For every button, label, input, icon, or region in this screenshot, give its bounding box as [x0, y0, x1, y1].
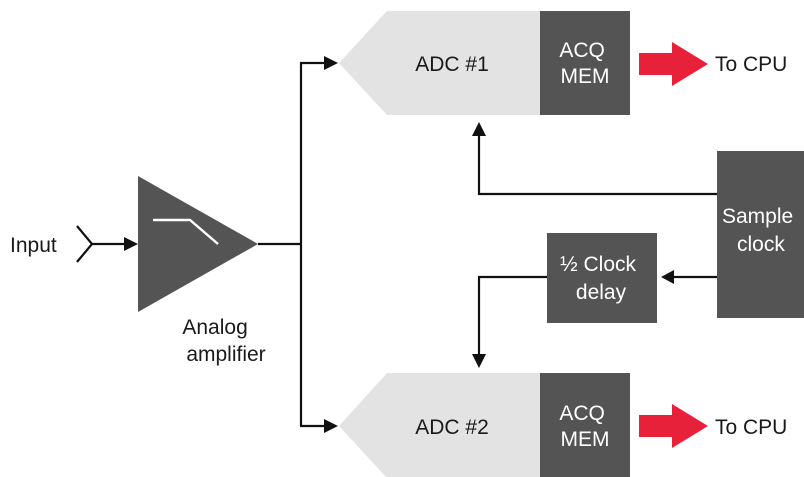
- clock-to-adc1-wire: [477, 135, 717, 196]
- lowpass-filter-icon: [153, 218, 219, 245]
- delay-to-adc2-arrowhead: [472, 354, 486, 368]
- adc1-mem-line2: MEM: [561, 65, 610, 88]
- adc2-label: ADC #2: [415, 416, 489, 439]
- clock-to-delay-arrowhead: [661, 270, 674, 284]
- input-symbol: [76, 225, 94, 263]
- clock-delay-label: ½ Clock delay: [560, 253, 642, 304]
- sample-clock-line2: clock: [737, 233, 785, 256]
- amplifier-label-line1: Analog: [182, 316, 247, 339]
- adc2-body: [339, 373, 540, 477]
- adc1-body: [339, 11, 540, 115]
- adc1-mem-line1: ACQ: [559, 39, 605, 62]
- adc1-acq-mem-block: [540, 11, 630, 115]
- sample-clock-line1: Sample: [722, 205, 793, 228]
- adc2-mem-line2: MEM: [561, 428, 610, 451]
- adc2-acq-mem-label: ACQ MEM: [559, 402, 610, 451]
- adc2-output-arrow: [639, 404, 708, 448]
- adc2-mem-line1: ACQ: [559, 402, 605, 425]
- sample-clock-label: Sample clock: [722, 205, 799, 256]
- adc2-acq-mem-block: [540, 373, 630, 477]
- adc2-input-arrowhead: [324, 419, 338, 433]
- adc1-acq-mem-label: ACQ MEM: [559, 39, 610, 88]
- amplifier-triangle: [138, 176, 258, 312]
- adc1-output-arrow: [639, 42, 708, 86]
- amplifier-label: Analog amplifier: [182, 316, 265, 366]
- adc2-output-label: To CPU: [715, 416, 787, 439]
- sample-clock-block: [717, 151, 804, 318]
- clock-to-adc1-arrowhead: [472, 122, 486, 136]
- input-label: Input: [10, 234, 57, 257]
- adc1-input-arrowhead: [324, 56, 338, 70]
- adc1-output-label: To CPU: [715, 53, 787, 76]
- clock-delay-line2: delay: [576, 281, 627, 304]
- amplifier-label-line2: amplifier: [186, 343, 265, 366]
- delay-to-adc2-wire: [477, 275, 547, 355]
- adc1-label: ADC #1: [415, 53, 489, 76]
- clock-delay-block: [547, 233, 657, 323]
- clock-delay-line1: ½ Clock: [560, 253, 636, 276]
- input-arrowhead: [124, 237, 138, 251]
